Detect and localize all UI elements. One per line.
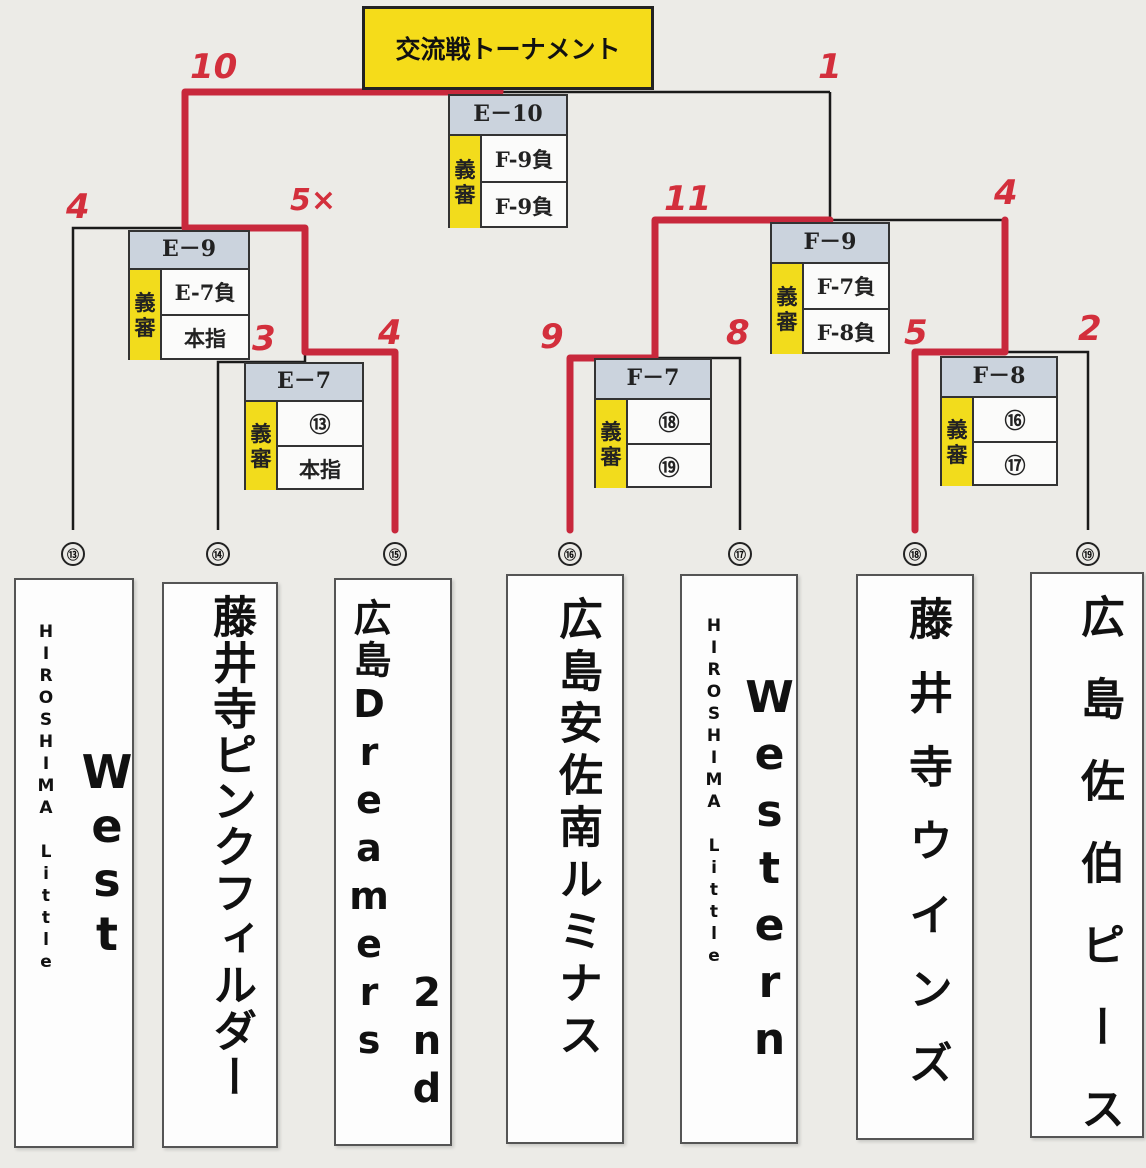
match-card-e10: E－10 義審 F-9負 F-9負 xyxy=(448,94,568,228)
team-card-6: 藤井寺ウインズ xyxy=(856,574,974,1140)
team-name: 藤井寺ウインズ xyxy=(901,596,952,1114)
score-e9-right: 5× xyxy=(290,183,337,218)
seat-number: ⑭ xyxy=(206,542,230,566)
referee-label: 義審 xyxy=(596,400,628,488)
referee-row-2: ⑲ xyxy=(628,443,710,488)
seat-number: ⑯ xyxy=(558,542,582,566)
match-card-e9: E－9 義審 E-7負 本指 xyxy=(128,230,250,360)
team-card-1: HIROSHIMA Little West xyxy=(14,578,134,1148)
seat-number: ⑲ xyxy=(1076,542,1100,566)
team-name: 広島佐伯ピース xyxy=(1073,594,1124,1168)
score-f9-right: 4 xyxy=(994,173,1018,213)
seat-number: ⑬ xyxy=(61,542,85,566)
score-e9-left: 4 xyxy=(66,187,90,227)
team-name-big: Western xyxy=(744,672,795,1071)
score-f8-right: 2 xyxy=(1078,309,1102,349)
referee-label: 義審 xyxy=(246,402,278,490)
score-f8-left: 5 xyxy=(904,313,928,353)
referee-row-2: 本指 xyxy=(278,445,362,490)
referee-row-1: F-7負 xyxy=(816,274,876,299)
match-code: F－7 xyxy=(596,360,710,400)
score-final-right: 1 xyxy=(818,47,842,87)
referee-label: 義審 xyxy=(450,136,482,228)
referee-label: 義審 xyxy=(942,398,974,486)
match-card-f7: F－7 義審 ⑱ ⑲ xyxy=(594,358,712,488)
team-name-big: West xyxy=(80,745,134,961)
score-f7-right: 8 xyxy=(726,313,750,353)
team-card-3: 広島Dreamers 2nd xyxy=(334,578,452,1146)
match-code: F－8 xyxy=(942,358,1056,398)
score-e7-left: 3 xyxy=(252,319,276,359)
score-f7-left: 9 xyxy=(540,317,564,357)
team-name-small: HIROSHIMA Little xyxy=(704,616,724,968)
match-code: E－9 xyxy=(130,232,248,270)
team-name-sub: 2nd xyxy=(404,970,450,1114)
referee-row-1: ⑯ xyxy=(1004,407,1026,433)
score-final-left: 10 xyxy=(190,47,238,87)
referee-row-2: F-8負 xyxy=(804,308,888,354)
match-code: F－9 xyxy=(772,224,888,264)
team-card-5: HIROSHIMA Little Western xyxy=(680,574,798,1144)
team-card-2: 藤井寺ピンクフィルダー xyxy=(162,582,278,1148)
team-name: 藤井寺ピンクフィルダー xyxy=(205,594,256,1100)
referee-row-1: ⑱ xyxy=(658,409,680,435)
referee-row-2: 本指 xyxy=(162,314,248,360)
seat-number: ⑰ xyxy=(728,542,752,566)
referee-label: 義審 xyxy=(772,264,804,354)
tournament-title: 交流戦トーナメント xyxy=(362,6,654,90)
team-name: 広島安佐南ルミナス xyxy=(551,596,602,1064)
team-card-4: 広島安佐南ルミナス xyxy=(506,574,624,1144)
match-code: E－10 xyxy=(450,96,566,136)
referee-label: 義審 xyxy=(130,270,162,360)
team-card-7: 広島佐伯ピース xyxy=(1030,572,1144,1168)
match-card-e7: E－7 義審 ⑬ 本指 xyxy=(244,362,364,490)
referee-row-1: F-9負 xyxy=(494,146,554,172)
match-code: E－7 xyxy=(246,364,362,402)
referee-row-1: ⑬ xyxy=(309,411,331,437)
seat-number: ⑱ xyxy=(903,542,927,566)
referee-row-1: E-7負 xyxy=(174,280,236,305)
seat-number: ⑮ xyxy=(383,542,407,566)
team-name: 広島Dreamers xyxy=(347,598,391,1066)
match-card-f8: F－8 義審 ⑯ ⑰ xyxy=(940,356,1058,486)
match-card-f9: F－9 義審 F-7負 F-8負 xyxy=(770,222,890,354)
score-f9-left: 11 xyxy=(664,179,712,219)
referee-row-2: ⑰ xyxy=(974,441,1056,486)
referee-row-2: F-9負 xyxy=(482,181,566,228)
team-name-small: HIROSHIMA Little xyxy=(36,622,56,974)
score-e7-right: 4 xyxy=(378,313,402,353)
